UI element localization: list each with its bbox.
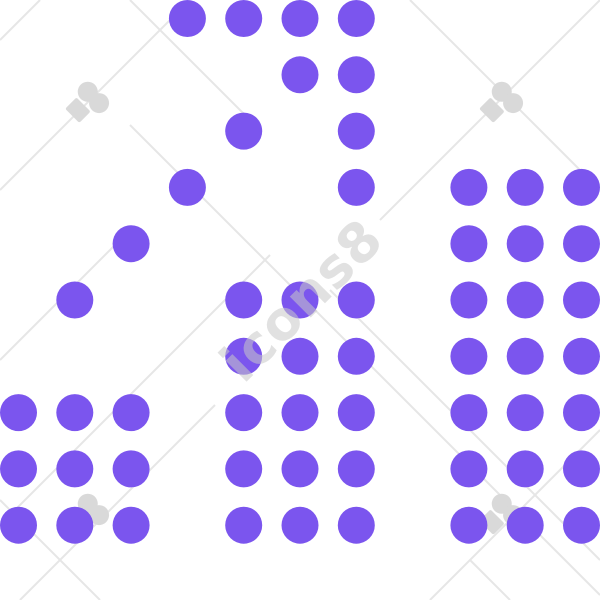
dot bbox=[563, 450, 600, 488]
dot bbox=[506, 225, 544, 263]
dot bbox=[450, 506, 488, 544]
dot bbox=[337, 394, 375, 432]
dot bbox=[506, 168, 544, 206]
dot bbox=[337, 281, 375, 319]
dot bbox=[56, 506, 94, 544]
dot bbox=[337, 168, 375, 206]
dot bbox=[337, 0, 375, 37]
dot bbox=[563, 225, 600, 263]
dot bbox=[0, 506, 37, 544]
dot bbox=[112, 450, 150, 488]
dot bbox=[563, 506, 600, 544]
dot bbox=[56, 281, 94, 319]
dot bbox=[168, 168, 206, 206]
dot bbox=[56, 450, 94, 488]
dot bbox=[225, 337, 263, 375]
dot bbox=[0, 450, 37, 488]
dot bbox=[225, 394, 263, 432]
dot bbox=[450, 337, 488, 375]
dot bbox=[225, 112, 263, 150]
dot bbox=[450, 225, 488, 263]
dot bbox=[563, 394, 600, 432]
dot bbox=[281, 506, 319, 544]
dot bbox=[337, 506, 375, 544]
dot bbox=[56, 394, 94, 432]
dot bbox=[168, 0, 206, 37]
dot bbox=[337, 56, 375, 94]
dot bbox=[506, 450, 544, 488]
dot bbox=[281, 450, 319, 488]
dot bbox=[337, 337, 375, 375]
dot bbox=[112, 506, 150, 544]
dot bbox=[281, 337, 319, 375]
dot bbox=[563, 337, 600, 375]
dot bbox=[506, 394, 544, 432]
dot bbox=[225, 281, 263, 319]
dot bbox=[281, 0, 319, 37]
dot bbox=[506, 337, 544, 375]
dot bbox=[506, 506, 544, 544]
dot bbox=[225, 506, 263, 544]
dot bbox=[112, 394, 150, 432]
dot bbox=[225, 450, 263, 488]
dot bbox=[450, 281, 488, 319]
dot bbox=[563, 281, 600, 319]
dot bbox=[506, 281, 544, 319]
dot bbox=[281, 281, 319, 319]
dot bbox=[450, 450, 488, 488]
dot bbox=[112, 225, 150, 263]
dot bbox=[0, 394, 37, 432]
dot bbox=[450, 168, 488, 206]
dot bbox=[225, 0, 263, 37]
dot bbox=[337, 112, 375, 150]
dot bbox=[450, 394, 488, 432]
dot bbox=[281, 56, 319, 94]
dot bbox=[337, 450, 375, 488]
dot bbox=[563, 168, 600, 206]
dot bbox=[281, 394, 319, 432]
